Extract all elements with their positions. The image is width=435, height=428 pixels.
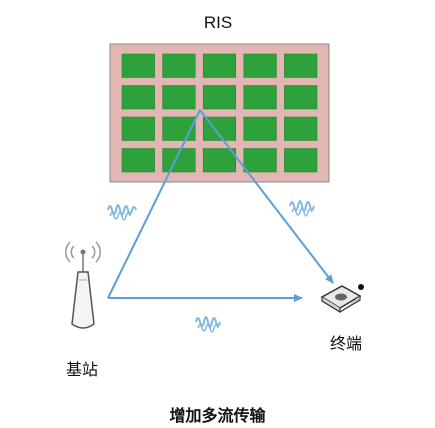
ris-element — [121, 53, 155, 78]
ris-element — [243, 53, 277, 78]
ris-element — [162, 148, 196, 173]
ris-element — [121, 148, 155, 173]
diagram-caption: 增加多流传输 — [169, 406, 266, 425]
ris-element — [162, 85, 196, 110]
ris-element — [284, 53, 318, 78]
ris-element — [202, 85, 237, 110]
terminal-label: 终端 — [330, 334, 363, 353]
ris-element — [284, 85, 318, 110]
ris-element — [284, 116, 318, 141]
ris-panel — [109, 43, 330, 183]
ris-element — [284, 148, 318, 173]
base-station-label: 基站 — [66, 360, 99, 379]
ris-element — [202, 148, 237, 173]
ris-element — [243, 85, 277, 110]
antenna-tower-icon — [65, 241, 101, 329]
ris-element — [162, 53, 196, 78]
bs-to-ris-path — [107, 109, 201, 299]
signal-paths — [107, 109, 334, 302]
signal-wave-icon — [289, 200, 315, 217]
ris-element — [243, 148, 277, 173]
ris-to-terminal-path — [199, 109, 334, 284]
ris-element — [202, 116, 237, 141]
signal-wave-icon — [195, 316, 221, 333]
ris-element — [243, 116, 277, 141]
ris-label: RIS — [203, 13, 233, 32]
signal-wave-icon — [107, 204, 137, 221]
ris-element — [202, 53, 237, 78]
ris-element — [121, 116, 155, 141]
terminal-device-icon — [320, 284, 364, 314]
ris-element — [121, 85, 155, 110]
